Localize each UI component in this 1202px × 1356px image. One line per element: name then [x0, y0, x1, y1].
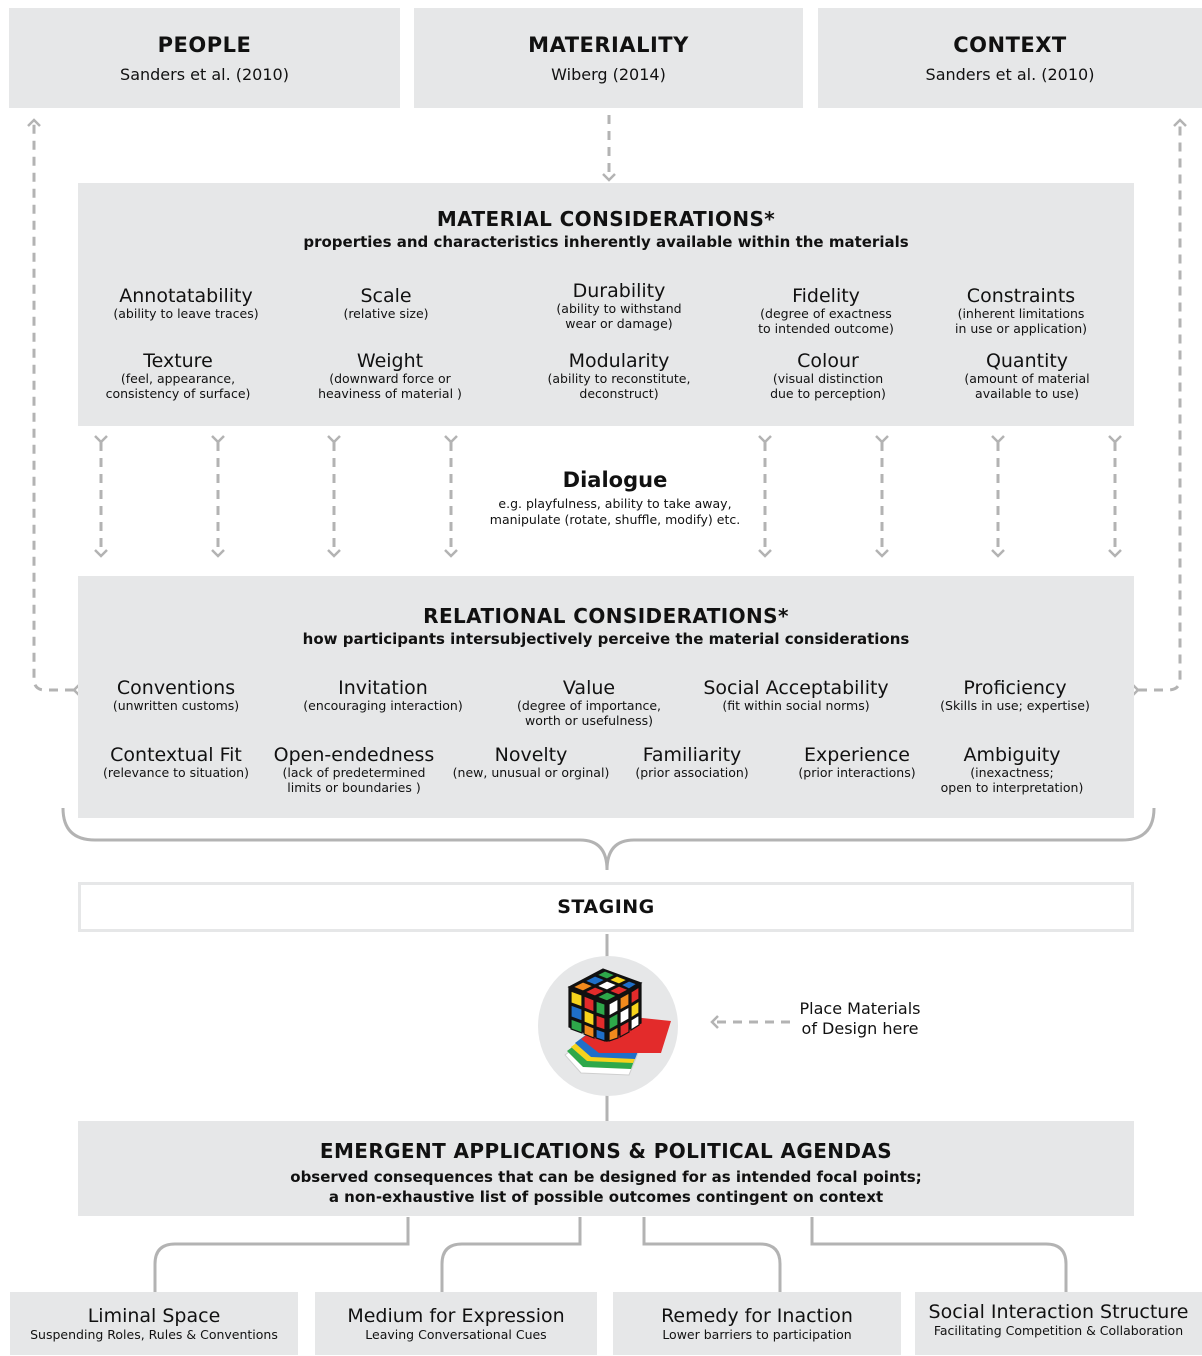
context-loop-arrow	[1131, 118, 1187, 697]
people-loop-arrow	[27, 118, 81, 697]
context-title: CONTEXT	[953, 32, 1067, 57]
material-item: Weight (downward force or heaviness of m…	[318, 350, 462, 401]
staging-label: STAGING	[557, 896, 655, 918]
materiality-box: MATERIALITY Wiberg (2014)	[414, 8, 803, 108]
relational-considerations-panel: RELATIONAL CONSIDERATIONS* how participa…	[78, 576, 1134, 818]
relational-subtitle: how participants intersubjectively perce…	[302, 630, 910, 648]
relational-item: Social Acceptability (fit within social …	[703, 677, 889, 713]
material-item: Constraints (inherent limitations in use…	[954, 285, 1088, 336]
brace	[61, 807, 1156, 871]
material-considerations-panel: MATERIAL CONSIDERATIONS* properties and …	[78, 183, 1134, 426]
rubiks-cube-icon	[567, 968, 643, 1042]
materials-drop-zone[interactable]	[537, 955, 679, 1097]
outcome-social-interaction-structure: Social Interaction Structure Facilitatin…	[915, 1292, 1202, 1355]
relational-item: Proficiency (Skills in use; expertise)	[940, 677, 1090, 713]
material-item: Modularity (ability to reconstitute, dec…	[547, 350, 691, 401]
people-source: Sanders et al. (2010)	[120, 64, 289, 84]
relational-item: Ambiguity (inexactness; open to interpre…	[940, 744, 1084, 795]
material-item: Fidelity (degree of exactness to intende…	[758, 285, 894, 336]
place-materials-note: Place Materials of Design here	[799, 999, 921, 1038]
material-item: Colour (visual distinction due to percep…	[770, 350, 886, 401]
materiality-title: MATERIALITY	[528, 32, 689, 57]
material-subtitle: properties and characteristics inherentl…	[303, 233, 909, 251]
relational-item: Conventions (unwritten customs)	[112, 677, 240, 713]
branch-3	[642, 1217, 782, 1294]
dialogue-block: Dialogue e.g. playfulness, ability to ta…	[470, 468, 760, 528]
material-item: Scale (relative size)	[343, 285, 429, 321]
outcome-medium-for-expression: Medium for Expression Leaving Conversati…	[315, 1292, 597, 1355]
dialogue-title: Dialogue	[562, 468, 668, 492]
material-item: Quantity (amount of material available t…	[964, 350, 1090, 401]
people-box: PEOPLE Sanders et al. (2010)	[9, 8, 400, 108]
branch-2	[440, 1217, 582, 1294]
people-title: PEOPLE	[157, 32, 252, 57]
materiality-source: Wiberg (2014)	[551, 64, 666, 84]
emergent-applications-panel: EMERGENT APPLICATIONS & POLITICAL AGENDA…	[78, 1121, 1134, 1216]
staging-box: STAGING	[78, 882, 1134, 932]
relational-item: Invitation (encouraging interaction)	[303, 677, 463, 713]
context-source: Sanders et al. (2010)	[925, 64, 1095, 84]
relational-item: Contextual Fit (relevance to situation)	[103, 744, 249, 780]
branch-4	[810, 1217, 1068, 1294]
material-item: Durability (ability to withstand wear or…	[556, 280, 682, 331]
emergent-subtitle: observed consequences that can be design…	[290, 1168, 922, 1206]
relational-item: Experience (prior interactions)	[798, 744, 916, 780]
relational-item: Open-endedness (lack of predetermined li…	[273, 744, 435, 795]
relational-item: Value (degree of importance, worth or us…	[516, 677, 662, 728]
dialogue-subtitle: e.g. playfulness, ability to take away, …	[489, 496, 741, 527]
outcome-liminal-space: Liminal Space Suspending Roles, Rules & …	[10, 1292, 298, 1355]
material-title: MATERIAL CONSIDERATIONS*	[436, 207, 776, 231]
relational-title: RELATIONAL CONSIDERATIONS*	[423, 604, 789, 628]
material-item: Annotatability (ability to leave traces)	[113, 285, 259, 321]
material-item: Texture (feel, appearance, consistency o…	[105, 350, 251, 401]
outcome-remedy-for-inaction: Remedy for Inaction Lower barriers to pa…	[613, 1292, 901, 1355]
emergent-title: EMERGENT APPLICATIONS & POLITICAL AGENDA…	[319, 1139, 893, 1163]
relational-item: Novelty (new, unusual or orginal)	[452, 744, 610, 780]
relational-item: Familiarity (prior association)	[635, 744, 749, 780]
branch-1	[153, 1217, 410, 1294]
context-box: CONTEXT Sanders et al. (2010)	[818, 8, 1202, 108]
